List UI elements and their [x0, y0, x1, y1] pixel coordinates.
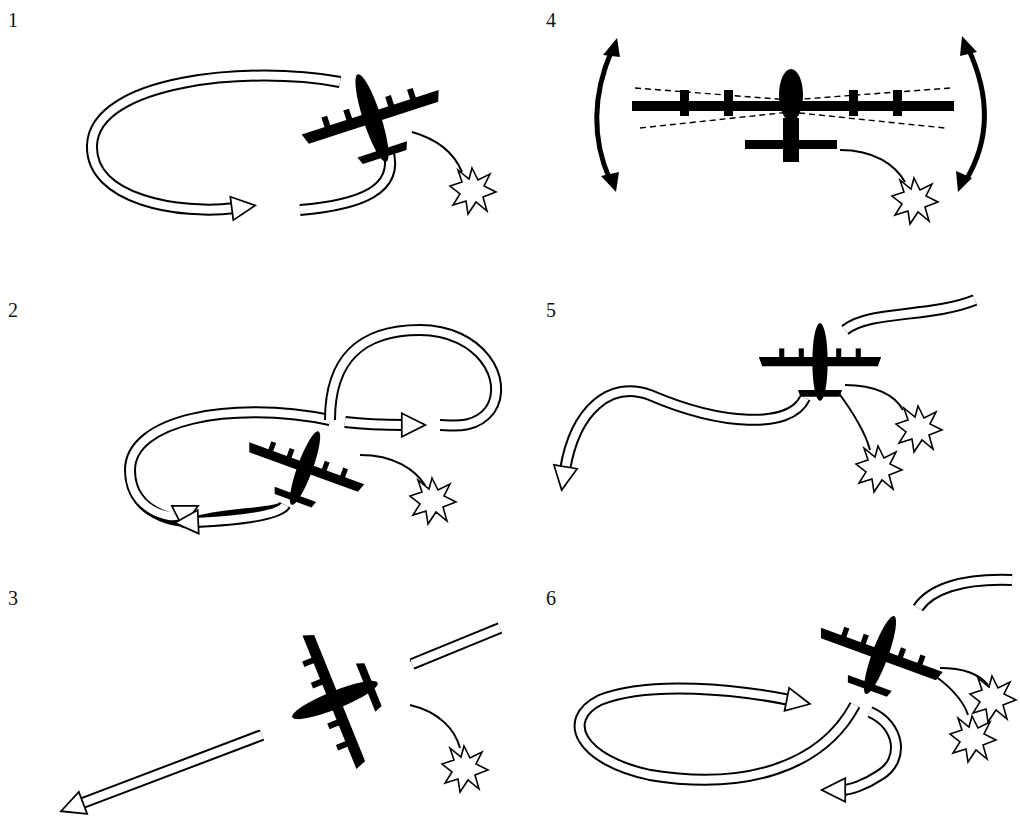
callout-number: 3	[8, 588, 18, 608]
callout-number: 4	[546, 10, 556, 30]
panel-six	[580, 580, 1016, 790]
callout-number: 2	[8, 300, 18, 320]
panel-four	[597, 36, 985, 224]
callout-number: 5	[546, 300, 556, 320]
callout-number: 1	[8, 10, 18, 30]
panel-two	[130, 330, 496, 526]
panel-three	[80, 616, 500, 804]
callout-number: 6	[546, 588, 556, 608]
panel-five	[565, 300, 975, 492]
panel-one	[92, 52, 496, 214]
